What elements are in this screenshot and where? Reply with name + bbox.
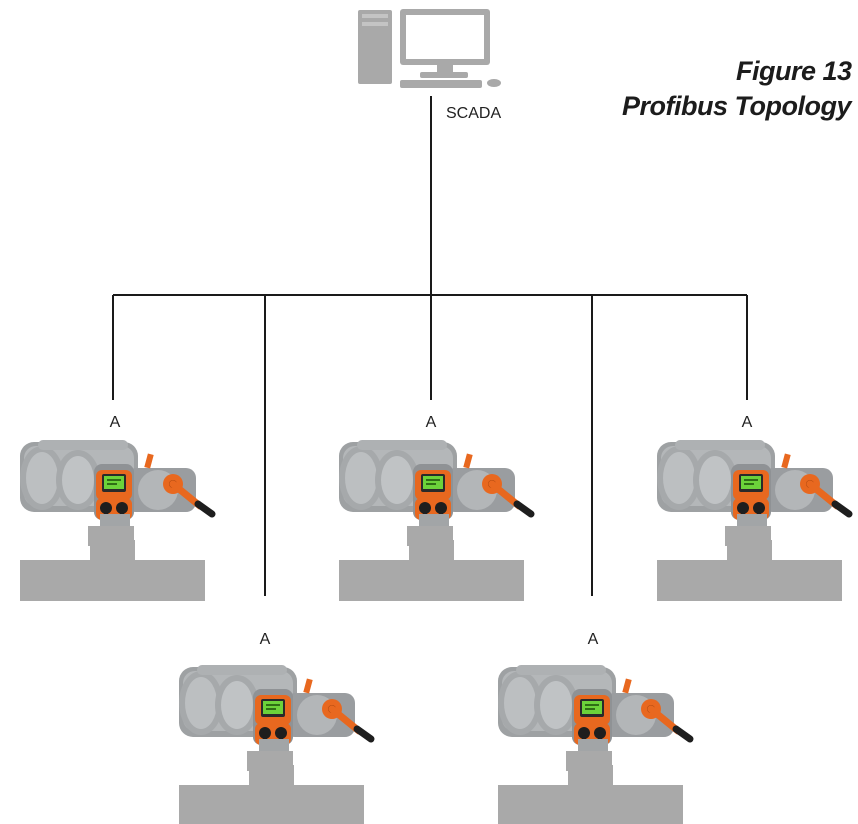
pipe bbox=[179, 785, 364, 824]
actuator-node-3 bbox=[657, 440, 849, 601]
figure-title: Figure 13 bbox=[736, 56, 852, 86]
pipe bbox=[339, 560, 524, 601]
figure-subtitle: Profibus Topology bbox=[622, 91, 851, 121]
node-label: A bbox=[588, 631, 599, 648]
pipe bbox=[657, 560, 842, 601]
actuator-icon bbox=[20, 440, 212, 546]
profibus-bus bbox=[112, 96, 748, 596]
actuator-node-2 bbox=[339, 440, 531, 601]
computer-icon bbox=[358, 9, 501, 88]
node-label: A bbox=[742, 414, 753, 431]
scada-label: SCADA bbox=[446, 105, 502, 122]
node-label: A bbox=[260, 631, 271, 648]
actuator-node-5 bbox=[498, 665, 690, 824]
node-label: A bbox=[110, 414, 121, 431]
actuator-icon bbox=[657, 440, 849, 546]
actuator-node-1 bbox=[20, 440, 212, 601]
actuator-icon bbox=[339, 440, 531, 546]
pipe bbox=[498, 785, 683, 824]
node-label: A bbox=[426, 414, 437, 431]
actuator-icon bbox=[498, 665, 690, 771]
pipe bbox=[20, 560, 205, 601]
actuator-icon bbox=[179, 665, 371, 771]
actuator-node-4 bbox=[179, 665, 371, 824]
